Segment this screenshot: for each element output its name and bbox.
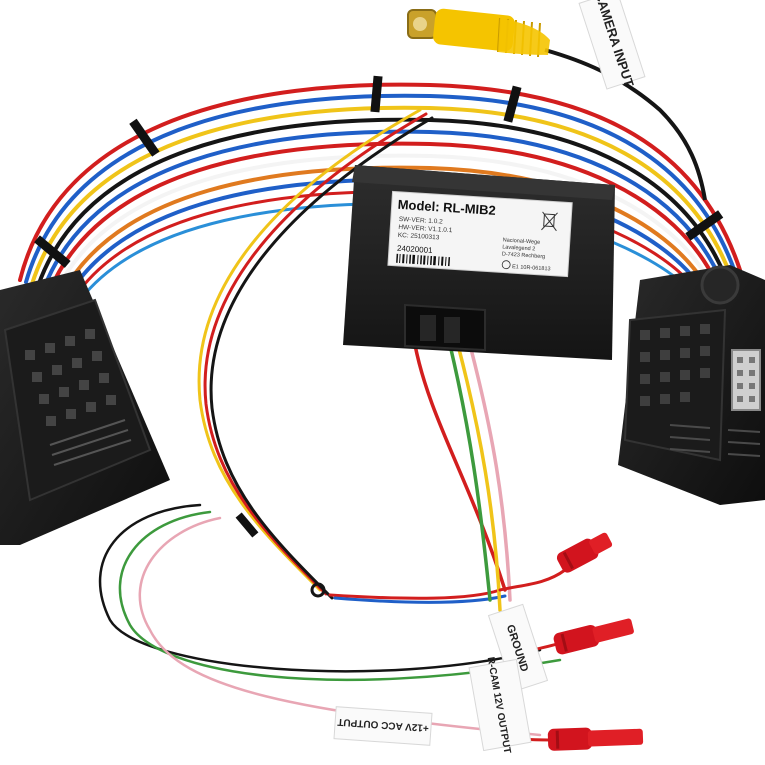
ce-code-text: E1 10R-061813 [512, 264, 551, 272]
camera-input-tag: CAMERA INPUT [578, 0, 646, 90]
hw-version-text: HW-VER: V1.1.0.1 [398, 224, 453, 234]
kc-text: KC: 25100313 [398, 232, 440, 242]
terminal-bottom [547, 727, 644, 751]
camera-rca-connector [407, 8, 707, 201]
terminal-middle [553, 618, 634, 655]
left-quadlock-connector [0, 270, 170, 545]
red-terminals [547, 532, 644, 751]
module-label: Model: RL-MIB2 SW-VER: 1.0.2 HW-VER: V1.… [387, 190, 573, 278]
module-output-wires [413, 343, 512, 612]
right-quadlock-connector [618, 265, 765, 505]
rcam-tag: R-CAM 12V OUTPUT [468, 656, 532, 754]
interface-module: Model: RL-MIB2 SW-VER: 1.0.2 HW-VER: V1.… [343, 165, 615, 360]
e-mark-icon [501, 260, 511, 270]
manufacturer-line-1: Nacional-Wege [503, 237, 541, 245]
terminal-top [556, 532, 613, 573]
sw-version-text: SW-VER: 1.0.2 [399, 216, 444, 226]
acc-tag: +12V ACC OUTPUT [333, 706, 433, 746]
model-text: Model: RL-MIB2 [397, 197, 496, 218]
main-wire-bundle [18, 75, 742, 302]
manufacturer-line-3: D-7423 Rechberg [502, 251, 546, 260]
serial-text: 24020001 [397, 244, 434, 255]
manufacturer-line-2: Lavalegend 2 [502, 244, 535, 252]
crossed-bin-icon [541, 211, 558, 232]
